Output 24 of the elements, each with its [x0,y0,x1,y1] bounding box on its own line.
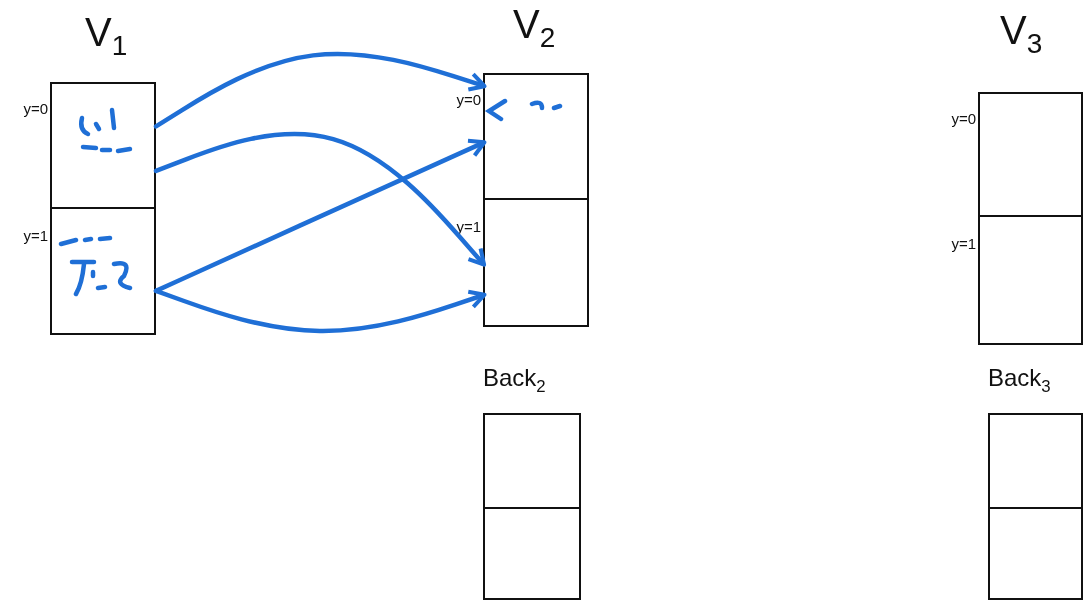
grid-cell [483,507,581,600]
grid-cell [978,92,1083,217]
grid-cell [483,413,581,509]
column-heading: Back$_{2}$ [483,366,546,396]
column-heading: V$_{2}$ [513,4,556,52]
row-label: y=1 [951,235,976,252]
row-label: y=1 [23,227,48,244]
grid-cell [978,215,1083,345]
arrow [153,131,487,267]
row-label: y=0 [951,110,976,127]
column-heading: V$_{3}$ [1000,10,1043,58]
row-label: y=1 [456,218,481,235]
grid-cell [483,73,589,200]
grid-cell [50,207,156,335]
grid-cell [50,82,156,209]
grid-cell [988,507,1083,600]
grid-cell [483,198,589,327]
arrow [153,51,487,129]
arrow [153,288,487,334]
column-heading: V$_{1}$ [85,12,128,60]
row-label: y=0 [23,100,48,117]
row-label: y=0 [456,91,481,108]
column-heading: Back$_{3}$ [988,366,1051,396]
grid-cell [988,413,1083,509]
